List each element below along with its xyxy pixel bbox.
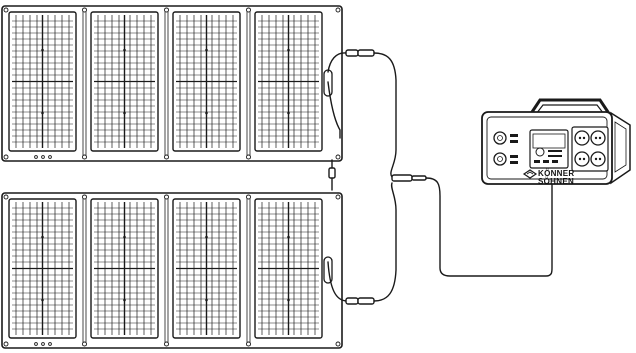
brand-name-line1: KÖNNER: [538, 169, 574, 178]
parallel-y-cable: [327, 49, 553, 305]
brand-logo: [522, 169, 538, 179]
solar-panel-top: [2, 6, 342, 161]
power-station: [481, 98, 631, 185]
solar-panel-bottom: [2, 193, 342, 348]
brand-name-line2: SÖHNEN: [538, 177, 574, 186]
